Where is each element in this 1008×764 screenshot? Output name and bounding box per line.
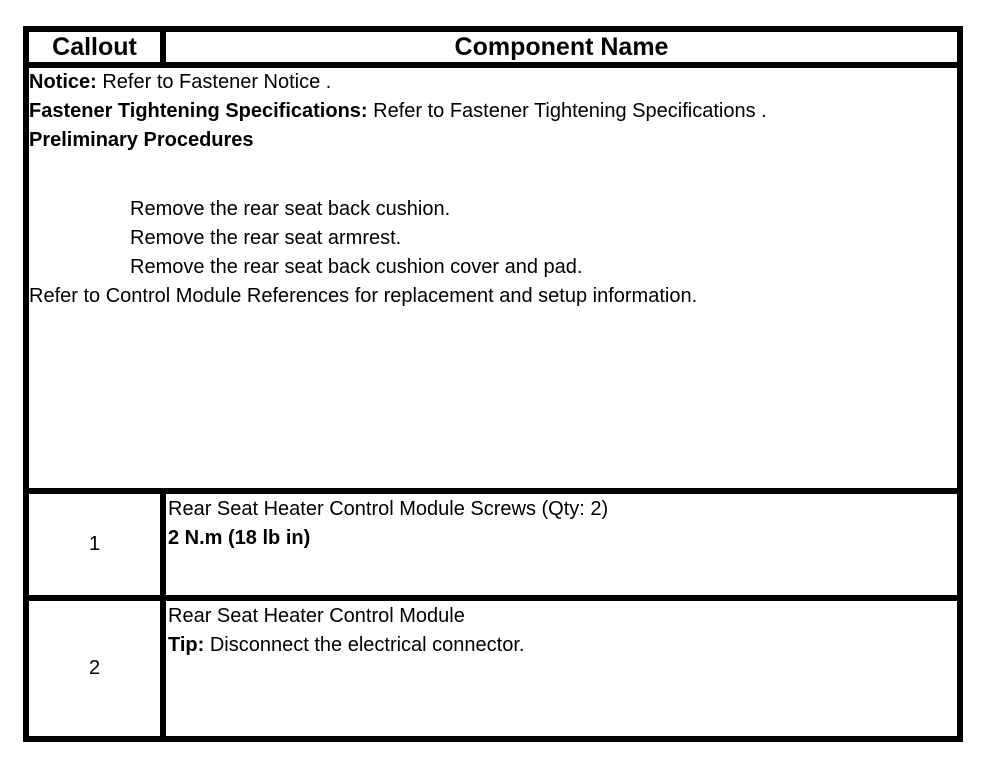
tip-text: Disconnect the electrical connector. [204,634,525,656]
callout-number: 1 [88,533,101,555]
preliminary-step: Remove the rear seat back cushion. [130,198,451,220]
control-module-references-paragraph: Refer to Control Module References for r… [29,285,698,307]
tip-label: Tip: [168,634,205,656]
notes-cell: Notice: Refer to Fastener Notice . Faste… [29,68,957,494]
table-header-row: Callout Component Name [29,32,957,68]
callout-cell: 1 [29,494,166,595]
preliminary-steps-list: Remove the rear seat back cushion. Remov… [130,195,957,282]
table-row: 1 Rear Seat Heater Control Module Screws… [29,494,957,601]
fastener-specifications-text: Refer to Fastener Tightening Specificati… [367,100,767,122]
component-cell: Rear Seat Heater Control Module Screws (… [166,494,957,595]
component-name-column-header: Component Name [454,32,669,61]
fastener-specifications-paragraph: Fastener Tightening Specifications: Refe… [29,97,957,126]
component-name-text: Rear Seat Heater Control Module Screws (… [168,498,609,520]
preliminary-procedures-heading: Preliminary Procedures [29,129,254,151]
callout-cell: 2 [29,601,166,736]
torque-spec-text: 2 N.m (18 lb in) [168,527,311,549]
callout-column-header: Callout [29,32,166,62]
callout-number: 2 [88,657,101,679]
preliminary-step: Remove the rear seat armrest. [130,227,402,249]
component-name-text: Rear Seat Heater Control Module [168,605,465,627]
parts-callout-table: Callout Component Name Notice: Refer to … [23,26,963,742]
notice-text: Refer to Fastener Notice . [96,71,332,93]
notice-label: Notice: [29,71,97,93]
notice-paragraph: Notice: Refer to Fastener Notice . [29,68,957,97]
table-row: 2 Rear Seat Heater Control Module Tip: D… [29,601,957,736]
tip-paragraph: Tip: Disconnect the electrical connector… [168,631,957,660]
component-cell: Rear Seat Heater Control Module Tip: Dis… [166,601,957,736]
fastener-specifications-label: Fastener Tightening Specifications: [29,100,368,122]
preliminary-step: Remove the rear seat back cushion cover … [130,256,583,278]
